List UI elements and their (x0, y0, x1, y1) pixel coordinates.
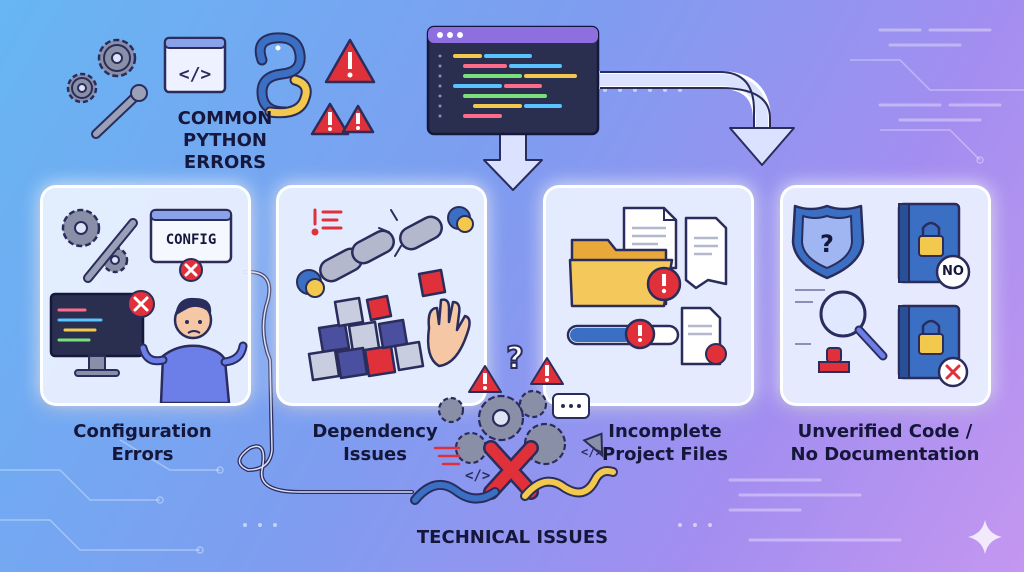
title-line-2: PYTHON ERRORS (183, 130, 267, 173)
red-x-icon (483, 440, 539, 500)
code-symbol: </> (179, 64, 212, 85)
warning-icon (468, 357, 564, 393)
technical-issues-label: TECHNICAL ISSUES (416, 527, 609, 548)
caption-dependency-issues: Dependency Issues (312, 421, 438, 465)
faint-code-lines (728, 28, 1002, 542)
broken-chain-puzzle-icon (296, 206, 474, 382)
caption-configuration-errors: Configuration Errors (73, 421, 212, 465)
code-window-small-icon: </> (163, 36, 227, 94)
svg-text:?: ? (820, 230, 834, 258)
card-configuration-errors: CONFIG (40, 185, 251, 406)
python-logo-icon (254, 32, 312, 119)
arrow-head-down (483, 133, 543, 191)
config-sign: CONFIG (165, 232, 217, 248)
gear-wrench-config-icon (49, 208, 248, 403)
gear-small-icon (66, 72, 98, 104)
page-title: COMMON PYTHON ERRORS (140, 108, 310, 174)
wrench-icon (91, 84, 148, 139)
question-icon: ? (506, 341, 523, 376)
card-incomplete-project-files (543, 185, 754, 406)
hand-icon (426, 298, 471, 368)
confused-person-icon (138, 297, 248, 403)
warning-icon (324, 38, 376, 84)
code-tag-icon: </> (465, 468, 490, 484)
caption-incomplete-project-files: Incomplete Project Files (602, 421, 728, 465)
card-dependency-issues (276, 185, 487, 406)
chat-bubble-icon (552, 393, 590, 419)
no-badge: NO (942, 264, 964, 279)
sparkle-icon (968, 520, 1002, 554)
arrow-head-right (729, 127, 795, 166)
folder-progress-icon (566, 206, 728, 366)
technical-issues-cluster: ? </> </> (410, 340, 618, 505)
circuit-lines (0, 59, 1024, 554)
shield-locked-book-icon: ? (791, 202, 971, 388)
gear-cluster-icon (437, 389, 567, 466)
flow-arrows (483, 71, 795, 191)
gear-icon (97, 38, 137, 78)
code-window-icon (426, 25, 600, 136)
warning-small-icon (310, 102, 375, 136)
card-unverified-code: ? NO (780, 185, 991, 406)
code-tag-small-icon: </> (581, 445, 603, 459)
title-line-1: COMMON (177, 108, 273, 129)
caption-unverified-code: Unverified Code / No Documentation (790, 421, 980, 465)
